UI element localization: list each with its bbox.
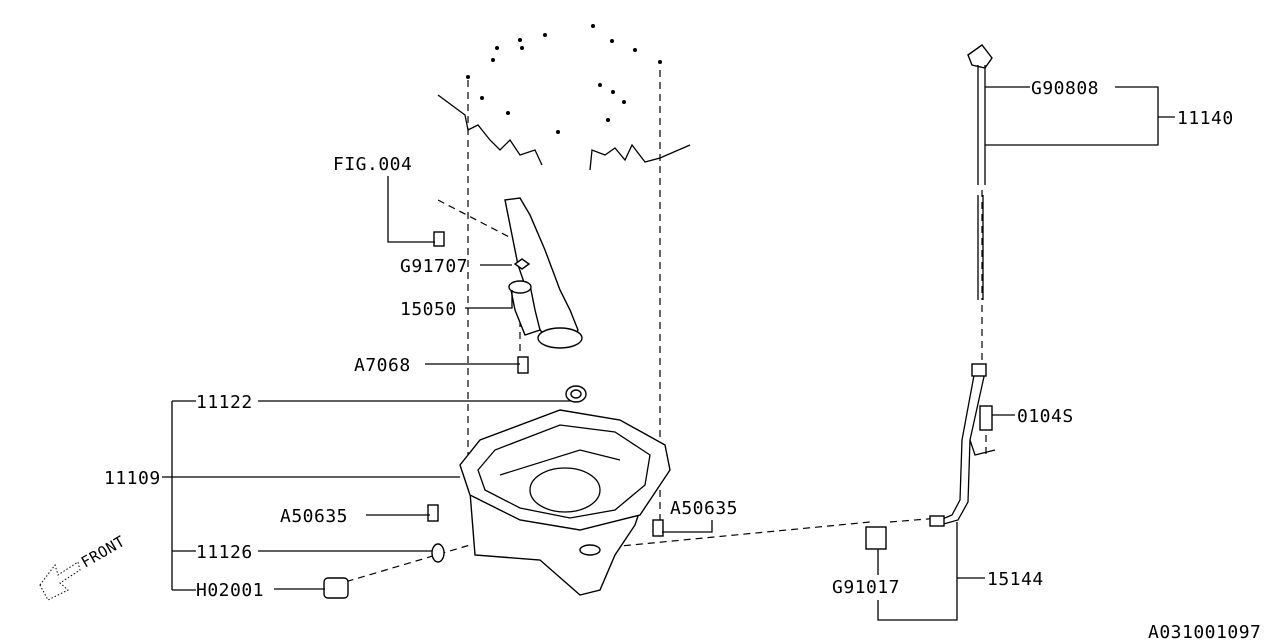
bolt-icon — [652, 519, 664, 537]
washer-icon — [431, 543, 445, 563]
label-g90808[interactable]: G90808 — [1031, 78, 1099, 99]
bolt-icon — [517, 356, 529, 374]
cap-icon — [565, 385, 587, 403]
drain-plug-icon — [323, 577, 349, 599]
label-11122[interactable]: 11122 — [196, 392, 253, 413]
label-g91017[interactable]: G91017 — [832, 577, 900, 598]
bolt-icon — [427, 504, 439, 522]
figure-code: A031001097 — [1148, 622, 1261, 640]
label-a50635-left[interactable]: A50635 — [280, 506, 348, 527]
gauge-guide — [865, 363, 996, 550]
oil-pan — [459, 409, 671, 596]
engine-block — [437, 24, 691, 171]
label-fig-004[interactable]: FIG.004 — [333, 154, 412, 175]
oil-level-gauge — [967, 44, 993, 300]
label-15050[interactable]: 15050 — [400, 299, 457, 320]
gasket-icon — [513, 258, 531, 270]
front-label: FRONT — [78, 532, 128, 571]
label-11126[interactable]: 11126 — [196, 542, 253, 563]
label-a50635-right[interactable]: A50635 — [670, 498, 738, 519]
bolt-icon — [979, 405, 993, 431]
label-11140[interactable]: 11140 — [1177, 108, 1234, 129]
label-0104s[interactable]: 0104S — [1017, 406, 1074, 427]
bolt-icon — [433, 231, 445, 247]
label-11109[interactable]: 11109 — [104, 468, 161, 489]
label-g91707[interactable]: G91707 — [400, 256, 468, 277]
label-a7068[interactable]: A7068 — [354, 355, 411, 376]
oil-strainer — [504, 197, 583, 349]
front-arrow-icon: FRONT — [39, 532, 128, 601]
label-15144[interactable]: 15144 — [987, 569, 1044, 590]
label-h02001[interactable]: H02001 — [196, 580, 264, 601]
